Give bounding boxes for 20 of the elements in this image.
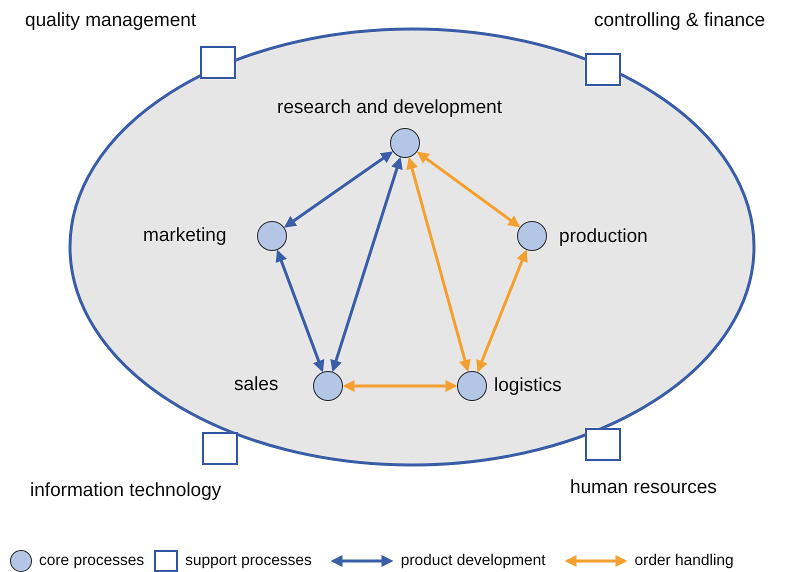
double-arrow: [330, 156, 403, 372]
process-label: research and development: [277, 97, 502, 119]
process-label: logistics: [494, 375, 562, 397]
double-arrow: [406, 157, 471, 372]
legend-label: product development: [400, 552, 546, 570]
double-arrow: [276, 250, 324, 372]
process-label: marketing: [143, 225, 226, 247]
double-arrow: [284, 151, 394, 228]
double-arrow: [416, 152, 520, 228]
process-label: human resources: [570, 477, 717, 499]
process-label: controlling & finance: [594, 10, 766, 32]
process-label: sales: [234, 374, 278, 396]
legend-label: core processes: [39, 552, 144, 570]
process-label: information technology: [30, 480, 222, 502]
legend-label: order handling: [634, 552, 734, 570]
double-arrow: [342, 380, 458, 392]
process-label: quality management: [25, 10, 196, 32]
double-arrow: [476, 250, 528, 372]
legend-label: support processes: [185, 552, 312, 570]
process-label: production: [559, 226, 648, 248]
